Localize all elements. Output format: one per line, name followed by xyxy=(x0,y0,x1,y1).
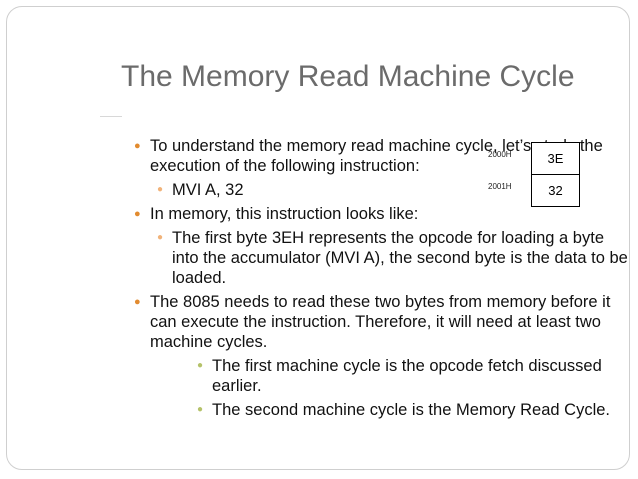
bullet-marker-icon: ● xyxy=(134,208,141,220)
bullet-2: ● In memory, this instruction looks like… xyxy=(134,204,635,224)
bullet-3-sub-2-text: The second machine cycle is the Memory R… xyxy=(212,401,610,419)
bullet-1-sub-1: ● MVI A, 32 xyxy=(157,180,635,200)
bullet-marker-icon: ● xyxy=(197,404,204,415)
bullet-1-text: To understand the memory read machine cy… xyxy=(150,137,603,175)
bullet-3-text: The 8085 needs to read these two bytes f… xyxy=(150,293,611,351)
slide-frame xyxy=(6,6,630,470)
memory-address-2: 2001H xyxy=(488,182,512,191)
bullet-1-sub-1-text: MVI A, 32 xyxy=(172,181,244,199)
bullet-3-sub-2: ● The second machine cycle is the Memory… xyxy=(197,400,635,420)
title-divider xyxy=(100,116,122,117)
bullet-2-sub-1-text: The first byte 3EH represents the opcode… xyxy=(172,229,628,287)
bullet-marker-icon: ● xyxy=(134,296,141,308)
memory-cell-2: 32 xyxy=(531,174,580,207)
bullet-3: ● The 8085 needs to read these two bytes… xyxy=(134,292,635,352)
bullet-3-sub-1: ● The first machine cycle is the opcode … xyxy=(197,356,635,396)
memory-cell-1: 3E xyxy=(531,142,580,175)
bullet-1: ● To understand the memory read machine … xyxy=(134,136,635,176)
bullet-marker-icon: ● xyxy=(157,184,164,195)
bullet-2-sub-1: ● The first byte 3EH represents the opco… xyxy=(157,228,635,288)
memory-table: 3E 32 xyxy=(531,142,580,207)
slide-body: ● To understand the memory read machine … xyxy=(134,136,635,424)
memory-address-1: 2000H xyxy=(488,150,512,159)
bullet-marker-icon: ● xyxy=(134,140,141,152)
bullet-2-text: In memory, this instruction looks like: xyxy=(150,205,419,223)
slide-title: The Memory Read Machine Cycle xyxy=(121,60,575,93)
bullet-3-sub-1-text: The first machine cycle is the opcode fe… xyxy=(212,357,602,395)
bullet-marker-icon: ● xyxy=(157,232,164,243)
bullet-marker-icon: ● xyxy=(197,360,204,371)
